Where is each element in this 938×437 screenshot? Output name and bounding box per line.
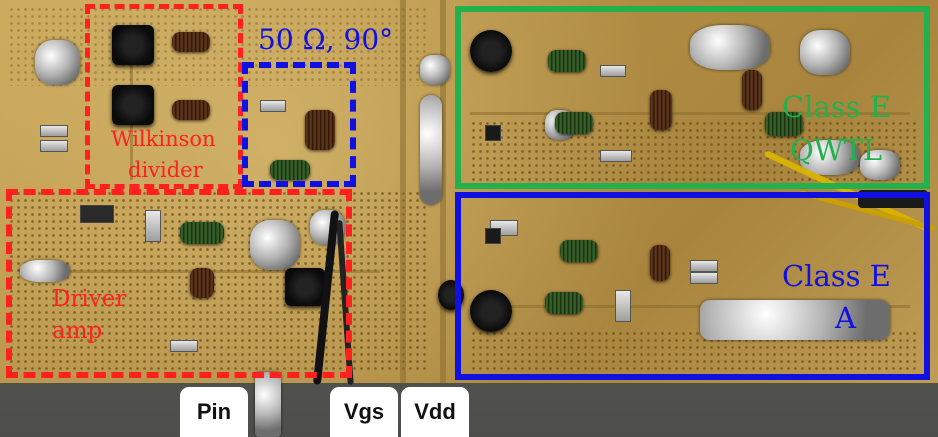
inductor (172, 32, 210, 52)
smd-choke (285, 268, 325, 306)
class-e-qwtl-box (455, 6, 930, 189)
quarter-wave-line-box (242, 62, 356, 187)
wilkinson-label-line1: Wilkinson (111, 127, 216, 151)
driver-amp-label-line1: Driver (52, 286, 127, 312)
sma-connector (255, 372, 281, 437)
connector-block (80, 205, 114, 223)
class-e-a-label-line2: A (835, 301, 856, 335)
inductor (190, 268, 214, 298)
solder-blob (420, 55, 450, 85)
solder-blob (20, 260, 70, 282)
smd-choke (470, 290, 512, 332)
pin-connector-label: Pin (180, 387, 248, 437)
inductor (765, 112, 803, 136)
inductor (545, 292, 583, 314)
driver-amp-box (6, 189, 352, 378)
line-spec-label: 50 Ω, 90° (258, 23, 394, 56)
smd-choke (112, 25, 154, 65)
perf-area-left (8, 190, 428, 370)
transistor (485, 125, 501, 141)
class-e-a-box (455, 192, 930, 380)
solder-blob (420, 95, 442, 205)
smd-capacitor (40, 140, 68, 152)
inductor (650, 245, 670, 281)
wilkinson-divider-box (85, 4, 243, 189)
inductor (742, 70, 762, 110)
trace (440, 0, 446, 383)
class-e-qwtl-label-line2: QWTL (790, 133, 883, 167)
smd-capacitor (260, 100, 286, 112)
solder-blob (690, 25, 770, 70)
vgs-connector-label: Vgs (330, 387, 398, 437)
solder-blob (800, 30, 850, 75)
smd-capacitor (600, 150, 632, 162)
solder-blob (35, 40, 80, 85)
solder-blob (700, 300, 890, 340)
inductor (270, 160, 310, 180)
transistor (485, 228, 501, 244)
smd-capacitor (600, 65, 626, 77)
inductor (180, 222, 224, 244)
driver-amp-label-line2: amp (52, 318, 103, 344)
trace (470, 305, 910, 308)
pcb-board (0, 0, 938, 386)
smd-capacitor (690, 260, 718, 272)
inductor (650, 90, 672, 130)
class-e-a-label-line1: Class E (782, 259, 891, 293)
smd-capacitor (690, 272, 718, 284)
smd-capacitor (145, 210, 161, 242)
trace (400, 0, 406, 383)
smd-capacitor (170, 340, 198, 352)
smd-capacitor (40, 125, 68, 137)
smd-choke (112, 85, 154, 125)
smd-capacitor (615, 290, 631, 322)
inductor (555, 112, 593, 134)
solder-blob (250, 220, 300, 270)
wilkinson-label-line2: divider (128, 158, 203, 182)
inductor (172, 100, 210, 120)
solder-blob (800, 140, 860, 175)
class-e-qwtl-label-line1: Class E (782, 90, 891, 124)
smd-choke (470, 30, 512, 72)
inductor (548, 50, 586, 72)
inductor (560, 240, 598, 262)
vdd-connector-label: Vdd (401, 387, 469, 437)
trace (470, 112, 910, 115)
inductor (305, 110, 335, 150)
solder-blob (860, 150, 900, 180)
